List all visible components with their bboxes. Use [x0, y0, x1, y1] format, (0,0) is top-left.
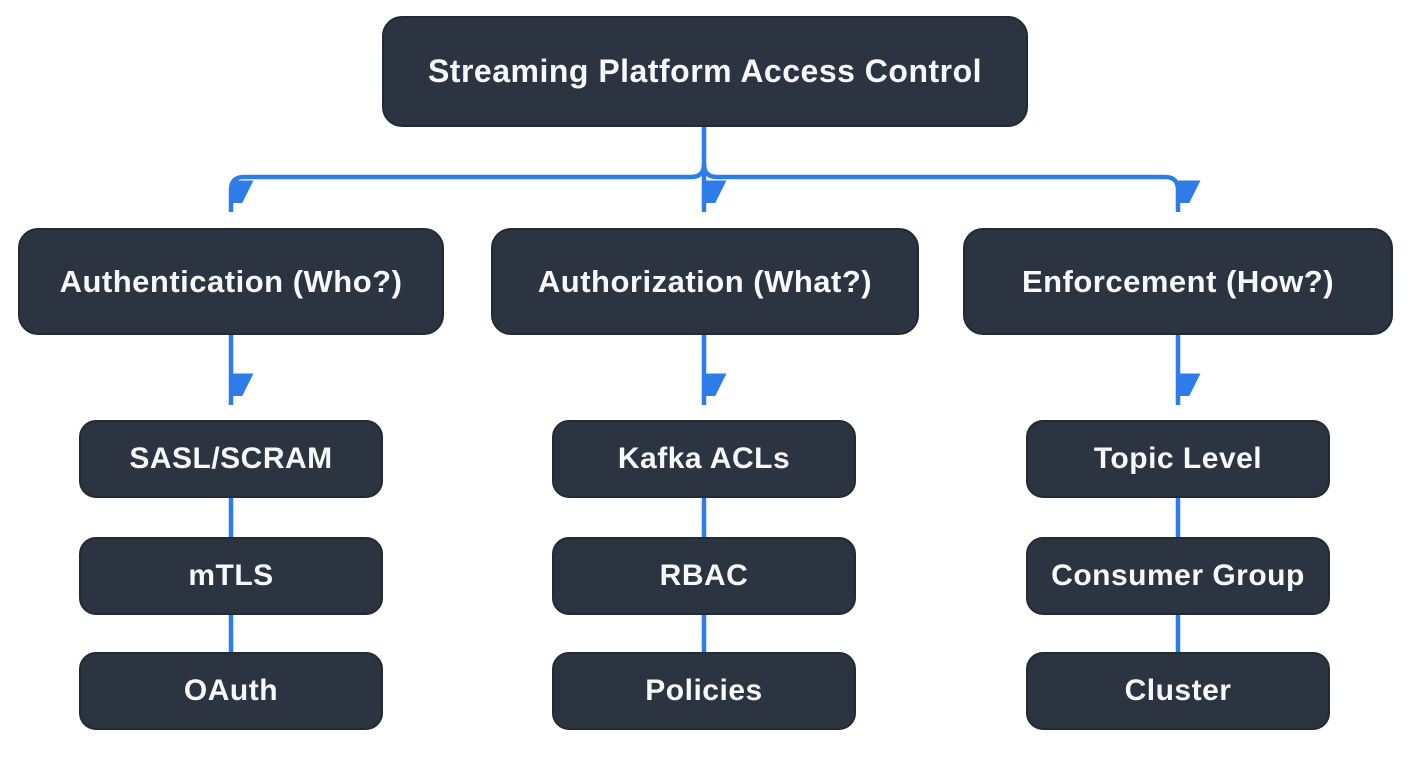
node-mtls: mTLS	[79, 537, 383, 615]
node-sasl-scram: SASL/SCRAM	[79, 420, 383, 498]
node-topic-level: Topic Level	[1026, 420, 1330, 498]
node-root-title: Streaming Platform Access Control	[382, 16, 1028, 127]
connector-root-to-authentication	[228, 163, 707, 212]
node-enforcement-header: Enforcement (How?)	[963, 228, 1393, 335]
node-rbac: RBAC	[552, 537, 856, 615]
node-kafka-acls: Kafka ACLs	[552, 420, 856, 498]
node-policies: Policies	[552, 652, 856, 730]
node-authorization-header: Authorization (What?)	[491, 228, 919, 335]
node-oauth: OAuth	[79, 652, 383, 730]
node-cluster: Cluster	[1026, 652, 1330, 730]
node-consumer-group: Consumer Group	[1026, 537, 1330, 615]
connector-root-to-enforcement	[701, 163, 1178, 212]
node-authentication-header: Authentication (Who?)	[18, 228, 444, 335]
